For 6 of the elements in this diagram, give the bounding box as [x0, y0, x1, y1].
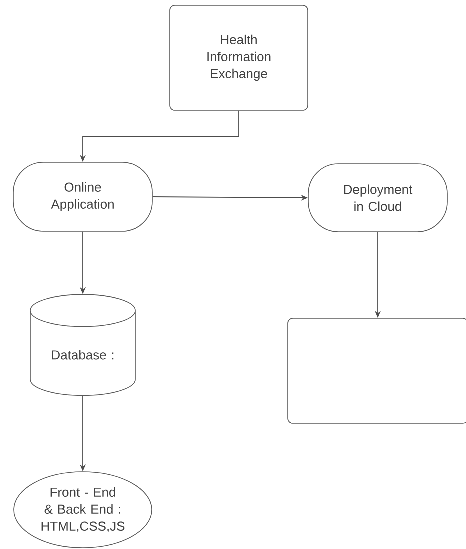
rounded-box: Online Application [13, 162, 153, 232]
ellipse-node: Front - End & Back End : HTML,CSS,JS [14, 472, 152, 548]
process-box [288, 318, 466, 424]
process-box: Health Information Exchange [170, 5, 308, 111]
rounded-box: Deployment in Cloud [308, 164, 448, 232]
database-cylinder: Database : [30, 294, 136, 396]
